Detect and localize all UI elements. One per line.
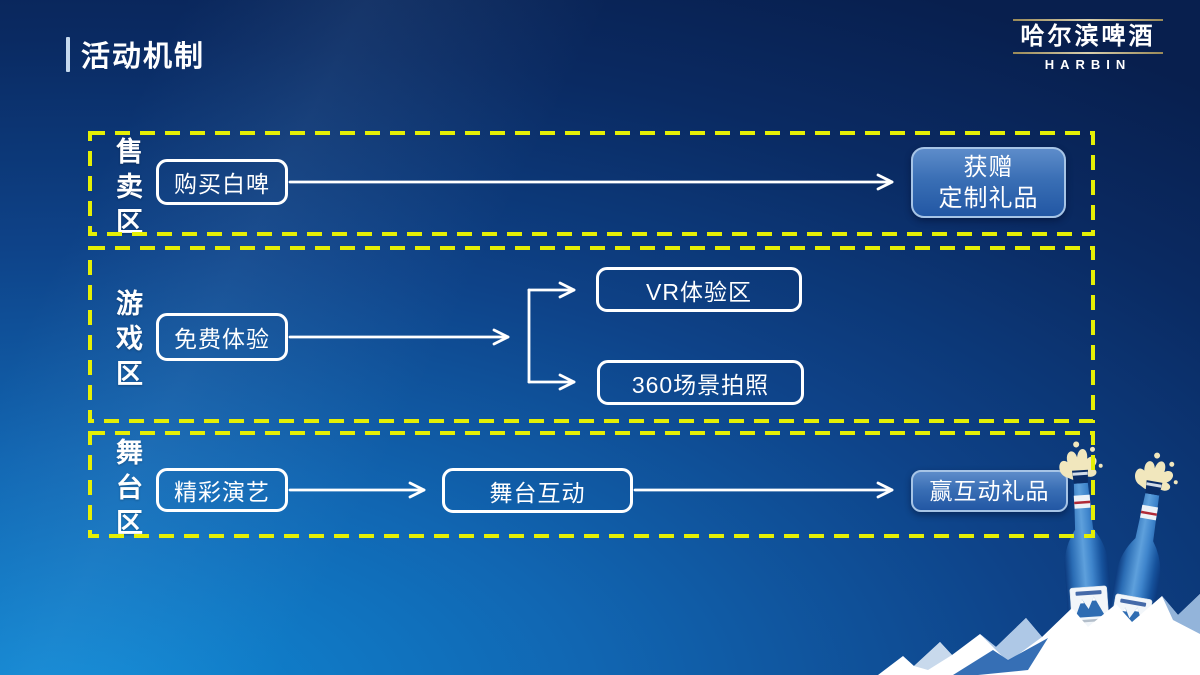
zone-label-game: 游戏区 [112,289,142,394]
zone-label-stage: 舞台区 [112,438,142,543]
node-stage-interaction-label: 舞台互动 [489,479,586,506]
title-accent-bar [66,36,70,72]
logo-top-rule [1013,19,1163,21]
node-free-experience-label: 免费体验 [174,326,270,352]
node-buy-white-beer-label: 购买白啤 [174,171,270,197]
page-title: 活动机制 [81,41,206,73]
page-title-bar: 活动机制 [66,33,205,75]
node-free-experience: 免费体验 [156,313,288,361]
win-prize-label: 赢互动礼品 [929,477,1050,504]
button-gift-custom-prize: 获赠 定制礼品 [911,147,1066,218]
button-win-interactive-prize: 赢互动礼品 [911,470,1068,512]
logo-chinese-name: 哈尔滨啤酒 [1020,23,1156,50]
node-360-photo: 360场景拍照 [597,360,804,405]
logo-bottom-rule [1013,52,1163,54]
logo-english-name: HARBIN [1044,57,1132,72]
gift-line2: 定制礼品 [938,184,1039,212]
node-vr-zone: VR体验区 [596,267,802,312]
node-performance: 精彩演艺 [156,468,288,512]
node-stage-interaction: 舞台互动 [442,468,633,513]
node-performance-label: 精彩演艺 [174,479,270,505]
node-vr-zone-label: VR体验区 [646,278,752,305]
zone-label-sales: 售卖区 [112,137,142,242]
node-360-photo-label: 360场景拍照 [631,371,770,398]
gift-line1: 获赠 [963,153,1014,181]
harbin-beer-logo: 哈尔滨啤酒 HARBIN [1013,19,1163,72]
ice-mountain-graphic [878,594,1200,675]
node-buy-white-beer: 购买白啤 [156,159,288,205]
